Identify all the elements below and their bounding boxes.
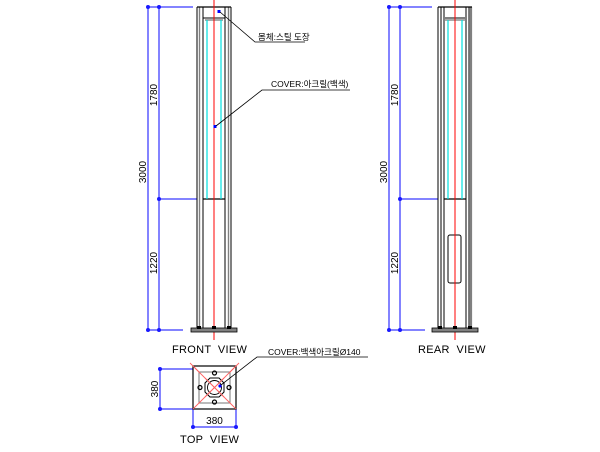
bolt-hole (211, 399, 218, 405)
cover-octagon (204, 377, 225, 398)
rear-base-plate (431, 326, 479, 333)
front-cover-panel (206, 20, 222, 199)
top-view-title: TOP VIEW (180, 434, 239, 446)
dim-marker (398, 5, 402, 9)
cover-circle (207, 380, 222, 395)
note-top-cover: COVER:백색아크릴Ø140 (268, 347, 361, 357)
front-base-plate (190, 326, 238, 333)
dim-marker (398, 197, 402, 201)
note-body-material: 몸체:스틸 도장 (258, 32, 310, 42)
top-dim-markers (158, 367, 238, 429)
leader-point (213, 125, 217, 128)
front-dim-upper-label: 1780 (149, 83, 160, 106)
top-dim-depth-label: 380 (150, 380, 161, 397)
rear-view: 3000 1780 1220 REAR VIEW (379, 0, 486, 356)
dim-marker (387, 328, 391, 332)
dim-marker (157, 197, 161, 201)
front-view-title: FRONT VIEW (172, 344, 248, 356)
top-note-cover: COVER:백색아크릴Ø140 (218, 347, 368, 388)
front-note-body: 몸체:스틸 도장 (217, 10, 310, 43)
front-dim-lower-label: 1220 (149, 251, 160, 274)
dim-marker (146, 328, 150, 332)
leader-point (217, 10, 221, 13)
rear-cover-panel (447, 20, 463, 199)
leader-point (218, 384, 222, 388)
dim-marker (191, 425, 195, 429)
front-dim-total-label: 3000 (138, 160, 149, 183)
dim-marker (398, 328, 402, 332)
dim-marker (158, 407, 162, 411)
top-view: 380 380 COVER:백색아크릴Ø140 T (150, 347, 368, 446)
front-dimension-lines (147, 6, 197, 331)
top-dimension-lines (159, 368, 237, 428)
rear-dim-upper-label: 1780 (390, 83, 401, 106)
rear-pole-body (437, 6, 473, 330)
bolt-hole (211, 370, 218, 376)
rear-dimension-lines (388, 6, 438, 331)
front-view: 3000 1780 1220 (138, 0, 350, 356)
bolt-hole (226, 384, 232, 391)
dim-marker (157, 328, 161, 332)
rear-view-title: REAR VIEW (418, 344, 486, 356)
top-dim-width-label: 380 (206, 416, 223, 427)
dim-marker (146, 5, 150, 9)
top-base-plate (189, 362, 240, 410)
front-dim-markers (146, 5, 161, 332)
front-note-cover: COVER:아크릴(백색) (213, 79, 350, 128)
dim-marker (158, 367, 162, 371)
dim-marker (234, 425, 238, 429)
note-cover-material: COVER:아크릴(백색) (271, 79, 349, 89)
dim-marker (157, 5, 161, 9)
rear-dim-markers (387, 5, 402, 332)
rear-dim-total-label: 3000 (379, 160, 390, 183)
dim-marker (387, 5, 391, 9)
bolt-hole (197, 384, 203, 391)
rear-dim-lower-label: 1220 (390, 251, 401, 274)
